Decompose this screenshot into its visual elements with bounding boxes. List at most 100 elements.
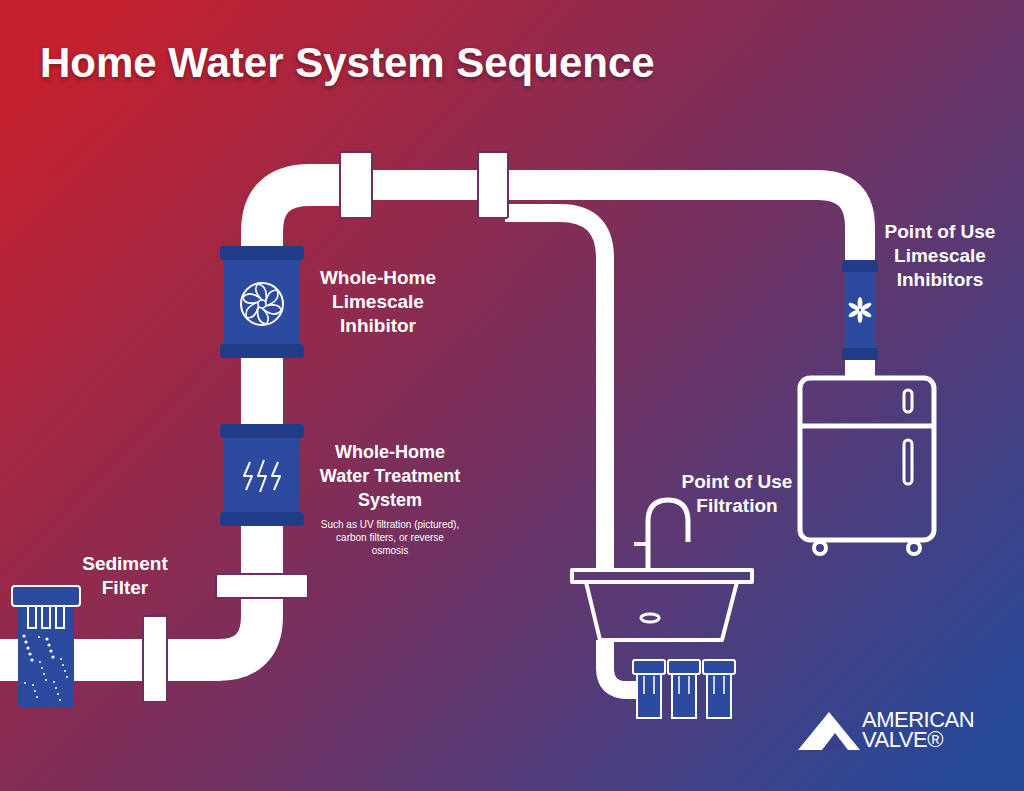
under-sink-filters xyxy=(633,660,735,718)
component-label: Whole-Home Limescale Inhibitor xyxy=(308,266,448,338)
refrigerator-part xyxy=(908,542,920,554)
refrigerator-part xyxy=(904,390,912,412)
refrigerator xyxy=(800,378,934,554)
sediment-filter-part-part xyxy=(42,606,50,628)
whole-home-limescale-inhibitor-part-part xyxy=(263,301,282,318)
point-of-use-inhibitor-part xyxy=(845,264,875,356)
whole-home-limescale-inhibitor xyxy=(220,246,304,358)
whole-home-limescale-inhibitor-part xyxy=(258,300,266,308)
sediment-filter-part-part xyxy=(28,606,36,628)
sediment-filter-part-part xyxy=(49,649,52,652)
sediment-filter-part-part xyxy=(34,690,36,692)
water-treatment-unit-part-part xyxy=(244,462,252,490)
sediment-filter-part-part xyxy=(39,661,41,663)
whole-home-limescale-inhibitor-part xyxy=(220,246,304,260)
logo-mark xyxy=(798,712,860,750)
sink-part xyxy=(586,582,737,640)
under-sink-filters-part xyxy=(703,660,735,674)
logo-text: AMERICAN VALVE® xyxy=(862,710,1002,750)
component-label-box: Point of Use Limescale Inhibitors xyxy=(880,220,1000,292)
sediment-filter-part-part xyxy=(66,676,68,678)
pipes xyxy=(0,185,860,690)
sediment-filter-part-part xyxy=(64,670,66,672)
sediment-filter-part-part xyxy=(55,687,57,689)
sediment-filter-part-part xyxy=(51,655,54,658)
point-of-use-inhibitor-part xyxy=(842,260,878,272)
sediment-filter-part-part xyxy=(59,699,61,701)
component-note: Such as UV filtration (pictured), carbon… xyxy=(320,518,460,557)
sink xyxy=(572,500,752,640)
sediment-filter-part-part xyxy=(45,679,47,681)
sediment-filter-part-part xyxy=(47,643,50,646)
under-sink-filters-part-part xyxy=(714,676,724,694)
point-of-use-inhibitor-part xyxy=(842,348,878,360)
whole-home-limescale-inhibitor-part-part xyxy=(242,290,261,307)
component-label-box: Whole-Home Limescale Inhibitor xyxy=(308,266,448,338)
water-treatment-unit-part xyxy=(224,428,300,522)
sink-part xyxy=(648,500,688,570)
sediment-filter-part-part xyxy=(22,634,25,637)
sediment-filter-part-part xyxy=(53,681,55,683)
sediment-filter-part xyxy=(18,604,74,708)
pipes-part xyxy=(505,213,605,572)
sink-part xyxy=(641,614,659,622)
sediment-filter-part-part xyxy=(36,696,38,698)
sediment-filter-part-part xyxy=(26,646,29,649)
sediment-filter-part-part xyxy=(45,637,48,640)
whole-home-limescale-inhibitor-part xyxy=(242,284,283,324)
sediment-filter-part-part xyxy=(24,640,27,643)
sediment-filter-part-part xyxy=(57,693,59,695)
sink-part xyxy=(572,570,752,582)
whole-home-limescale-inhibitor-part xyxy=(241,283,283,325)
sediment-filter xyxy=(12,586,80,708)
logo-text-box: AMERICAN VALVE® xyxy=(862,710,1002,750)
under-sink-filters-part xyxy=(633,660,665,674)
under-sink-filters-part xyxy=(644,676,724,694)
logo-mark-part xyxy=(822,733,848,750)
under-sink-filters-part xyxy=(672,674,696,718)
sediment-filter-part-part xyxy=(41,667,43,669)
sediment-filter-part-part xyxy=(24,682,26,684)
pipe-couplings-part xyxy=(340,152,372,218)
logo-mark-part xyxy=(798,712,860,750)
sediment-filter-part-part xyxy=(43,673,45,675)
under-sink-filters-part-part xyxy=(644,676,654,694)
water-treatment-unit xyxy=(220,424,304,526)
component-label: Point of Use Limescale Inhibitors xyxy=(880,220,1000,292)
sediment-filter-part xyxy=(28,606,64,628)
sediment-filter-part xyxy=(22,634,68,701)
refrigerator-part xyxy=(814,542,826,554)
component-label: Sediment Filter xyxy=(70,552,180,600)
pipes-part xyxy=(0,185,345,660)
whole-home-limescale-inhibitor-part-part xyxy=(258,308,269,324)
under-sink-filters-part xyxy=(637,674,661,718)
sediment-filter-part-part xyxy=(56,606,64,628)
sediment-filter-part-part xyxy=(32,684,34,686)
pipe-couplings-part xyxy=(478,152,508,218)
under-sink-filters-part xyxy=(707,674,731,718)
water-treatment-unit-part xyxy=(220,424,304,438)
whole-home-limescale-inhibitor-part xyxy=(224,250,300,354)
refrigerator-part xyxy=(800,378,934,540)
water-treatment-unit-part xyxy=(244,460,280,492)
water-treatment-unit-part-part xyxy=(258,460,266,492)
whole-home-limescale-inhibitor-part xyxy=(220,344,304,358)
sediment-filter-part-part xyxy=(60,658,62,660)
pipe-couplings xyxy=(143,152,508,702)
pipe-couplings-part xyxy=(143,616,167,702)
title-box: Home Water System Sequence xyxy=(40,38,760,88)
component-label-box: Whole-Home Water Treatment System xyxy=(310,440,470,512)
title: Home Water System Sequence xyxy=(40,38,760,88)
point-of-use-inhibitor-part xyxy=(848,297,873,323)
under-sink-filters-part-part xyxy=(679,676,689,694)
component-note-box: Such as UV filtration (pictured), carbon… xyxy=(320,518,460,557)
point-of-use-inhibitor-part-part xyxy=(848,301,861,311)
whole-home-limescale-inhibitor-part-part xyxy=(243,302,262,319)
whole-home-limescale-inhibitor-part-part xyxy=(262,289,281,306)
sediment-filter-part xyxy=(12,586,80,606)
component-label-box: Point of Use Filtration xyxy=(672,470,802,518)
water-treatment-unit-part-part xyxy=(272,462,280,490)
